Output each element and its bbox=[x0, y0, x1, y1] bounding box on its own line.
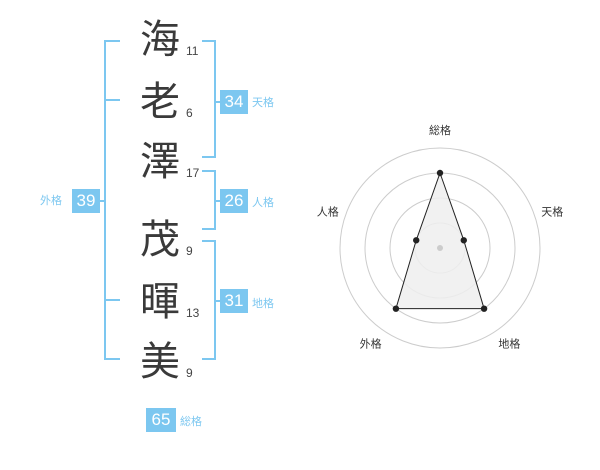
radar-shape bbox=[395, 171, 485, 310]
radar-point bbox=[436, 169, 444, 177]
jinkaku-label: 人格 bbox=[252, 196, 274, 209]
gaikaku-label: 外格 bbox=[40, 194, 62, 207]
stroke-count-3: 17 bbox=[186, 166, 200, 180]
gaikaku-badge: 39 bbox=[72, 189, 100, 213]
stroke-count-1: 11 bbox=[186, 44, 199, 58]
name-char-5: 暉 bbox=[140, 279, 180, 325]
radar-point bbox=[480, 305, 488, 312]
tenkaku-badge: 34 bbox=[220, 90, 248, 114]
radar-point bbox=[460, 237, 467, 244]
chikaku-badge: 31 bbox=[220, 289, 248, 313]
radar-axis-label: 地格 bbox=[498, 336, 520, 350]
name-char-1: 海 bbox=[140, 17, 180, 63]
soukaku-badge: 65 bbox=[146, 408, 176, 432]
radar-axis-label: 人格 bbox=[317, 205, 339, 219]
jinkaku-badge: 26 bbox=[220, 189, 248, 213]
radar-point bbox=[413, 237, 420, 244]
name-char-3: 澤 bbox=[140, 139, 180, 185]
name-char-6: 美 bbox=[140, 339, 180, 385]
radar-points bbox=[392, 169, 488, 312]
radar-point bbox=[392, 305, 400, 312]
radar-axis-label: 天格 bbox=[541, 205, 563, 219]
radar-axis-label: 外格 bbox=[360, 336, 382, 350]
chikaku-label: 地格 bbox=[252, 297, 274, 310]
radar-grid-ring bbox=[339, 147, 541, 349]
soukaku-label: 総格 bbox=[180, 415, 202, 428]
radar-center-dot bbox=[437, 245, 443, 251]
tenkaku-label: 天格 bbox=[252, 96, 274, 109]
stroke-count-5: 13 bbox=[186, 306, 200, 320]
stroke-count-6: 9 bbox=[186, 366, 193, 380]
stroke-count-2: 6 bbox=[186, 106, 193, 120]
radar-axis-label: 総格 bbox=[429, 123, 451, 137]
name-char-2: 老 bbox=[140, 79, 180, 125]
stroke-count-4: 9 bbox=[186, 244, 193, 258]
name-char-4: 茂 bbox=[140, 217, 180, 263]
